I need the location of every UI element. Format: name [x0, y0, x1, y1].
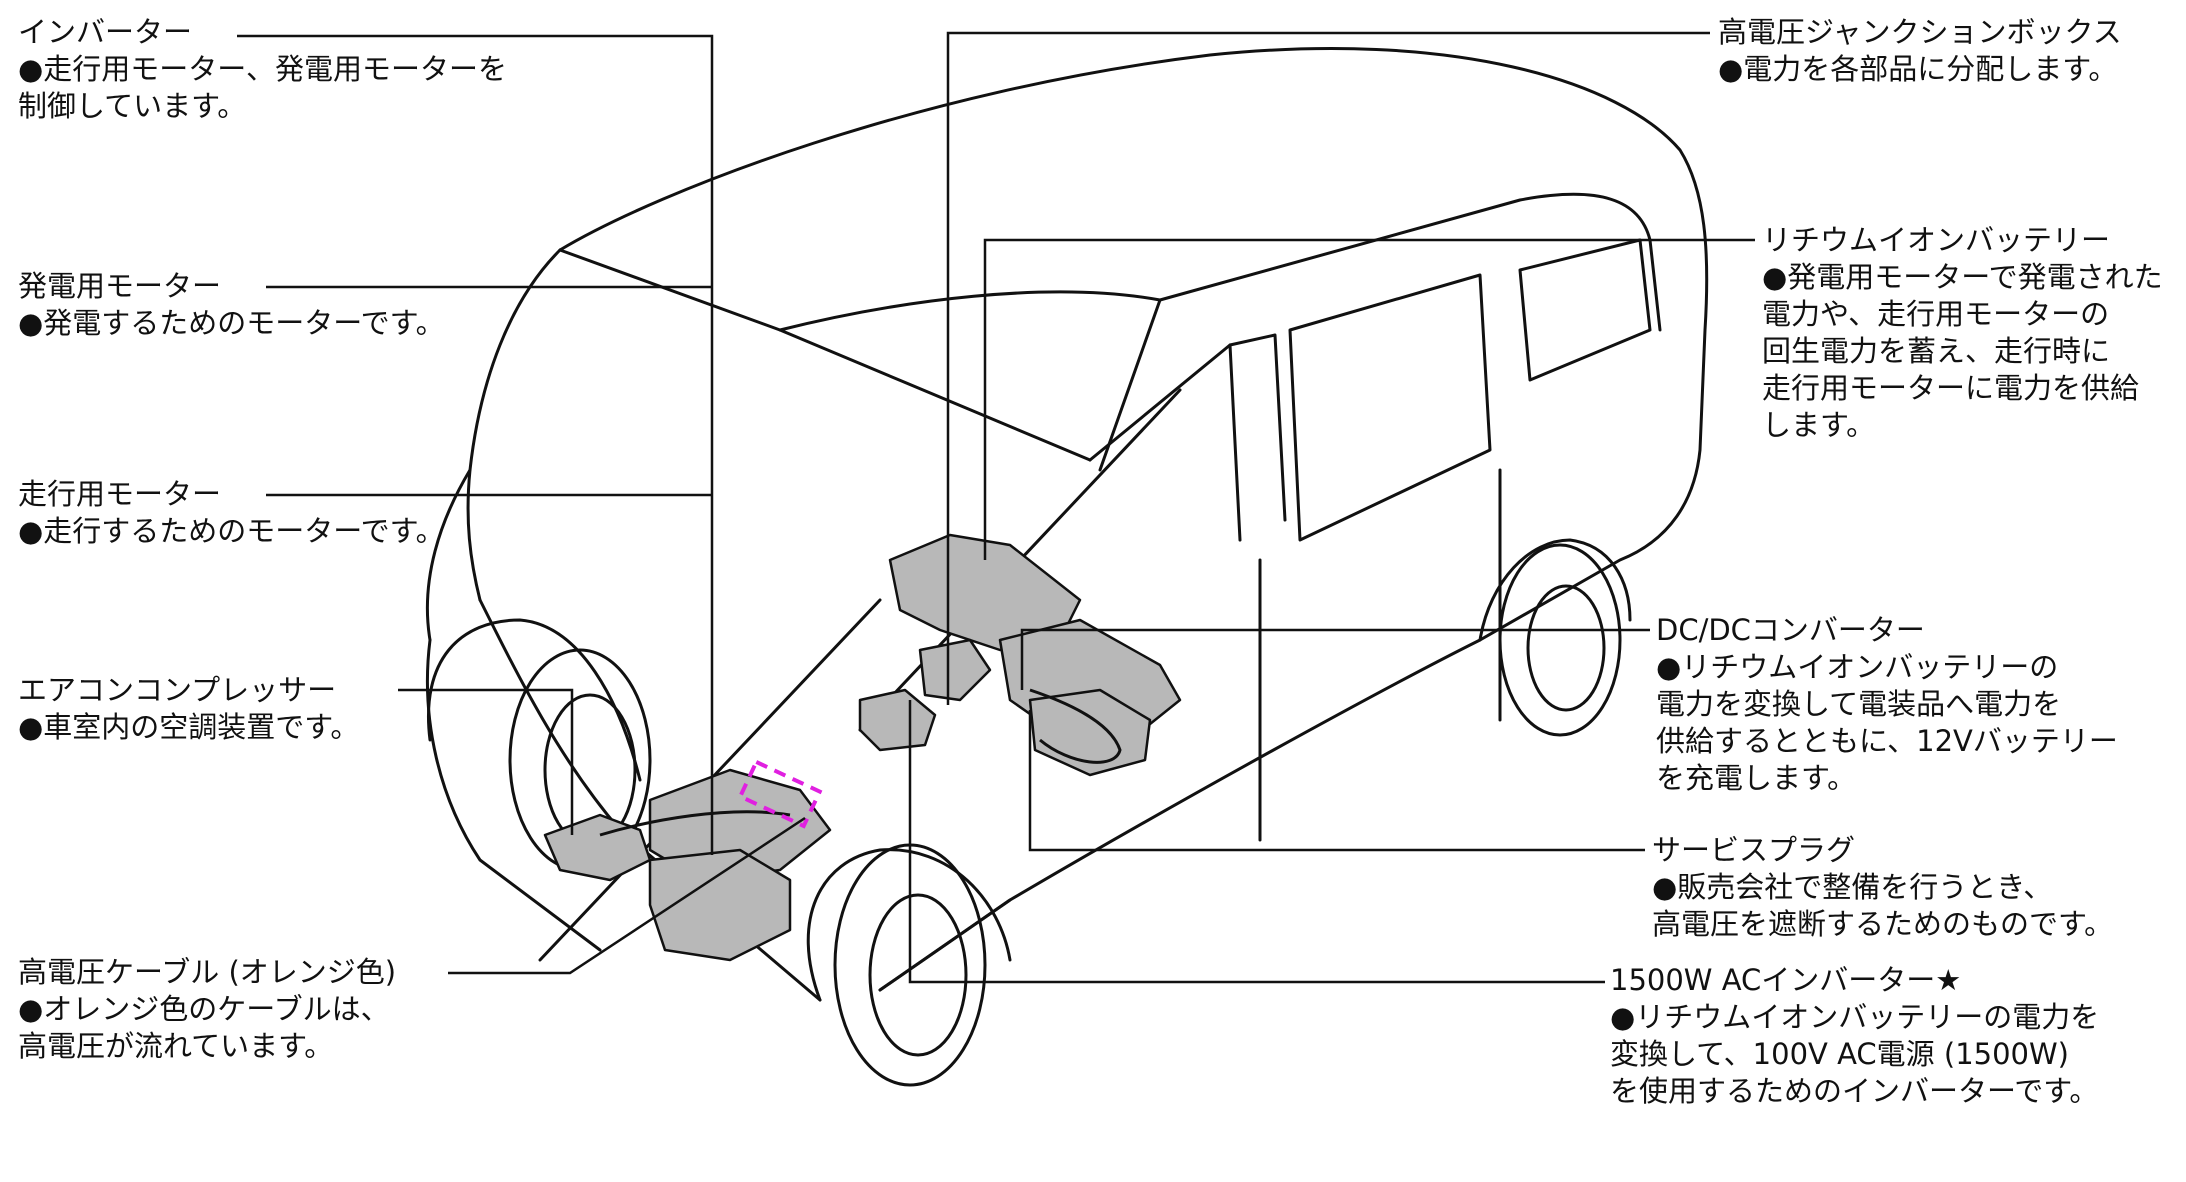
hv-cables [599, 688, 1122, 837]
generator-motor-desc: ●発電するためのモーターです。 [18, 306, 445, 340]
junction-box-desc: ●電力を各部品に分配します。 [1718, 52, 2118, 86]
label-hv-cable: 高電圧ケーブル (オレンジ色) ●オレンジ色のケーブルは、 高電圧が流れています… [18, 954, 396, 1065]
ac-compressor-title: エアコンコンプレッサー [18, 673, 337, 707]
li-battery-title: リチウムイオンバッテリー [1762, 223, 2111, 257]
label-li-battery: リチウムイオンバッテリー ●発電用モーターで発電された 電力や、走行用モーターの… [1762, 222, 2163, 444]
junction-box-title: 高電圧ジャンクションボックス [1718, 15, 2122, 49]
ac-inverter-shape [858, 688, 937, 752]
label-ac-inverter: 1500W ACインバーター★ ●リチウムイオンバッテリーの電力を 変換して、1… [1610, 962, 2099, 1110]
junction-box-shape [918, 638, 992, 702]
hv-cable-desc: ●オレンジ色のケーブルは、 高電圧が流れています。 [18, 992, 390, 1063]
traction-motor-title: 走行用モーター [18, 477, 222, 511]
inverter-shape [648, 768, 832, 882]
label-service-plug: サービスプラグ ●販売会社で整備を行うとき、 高電圧を遮断するためのものです。 [1652, 832, 2113, 943]
leader-hv-cable [448, 816, 806, 975]
label-dcdc: DC/DCコンバーター ●リチウムイオンバッテリーの 電力を変換して電装品へ電力… [1656, 612, 2118, 797]
label-inverter: インバーター ●走行用モーター、発電用モーターを 制御しています。 [18, 14, 507, 125]
component-shapes [543, 533, 1182, 962]
traction-motor-desc: ●走行するためのモーターです。 [18, 514, 445, 548]
service-plug-title: サービスプラグ [1652, 833, 1856, 867]
leader-service-plug [1028, 710, 1645, 852]
inverter-desc: ●走行用モーター、発電用モーターを 制御しています。 [18, 52, 508, 123]
ac-inverter-title: 1500W ACインバーター★ [1610, 963, 1962, 997]
leader-dcdc [1020, 628, 1650, 690]
leader-ac-compressor [398, 688, 574, 835]
inverter-title: インバーター [18, 15, 193, 49]
li-battery-desc: ●発電用モーターで発電された 電力や、走行用モーターの 回生電力を蓄え、走行時に… [1762, 260, 2163, 442]
label-traction-motor: 走行用モーター ●走行するためのモーターです。 [18, 476, 445, 550]
service-plug-highlight [737, 759, 823, 829]
label-junction-box: 高電圧ジャンクションボックス ●電力を各部品に分配します。 [1718, 14, 2122, 88]
hv-cable-title: 高電圧ケーブル (オレンジ色) [18, 955, 397, 989]
ac-inverter-desc: ●リチウムイオンバッテリーの電力を 変換して、100V AC電源 (1500W)… [1610, 1000, 2100, 1108]
vehicle-outline [425, 46, 1709, 1087]
leader-li-battery [983, 238, 1755, 560]
dcdc-title: DC/DCコンバーター [1656, 613, 1925, 647]
dcdc-desc: ●リチウムイオンバッテリーの 電力を変換して電装品へ電力を 供給するとともに、1… [1656, 650, 2118, 795]
leader-inverter [237, 34, 714, 855]
ac-compressor-desc: ●車室内の空調装置です。 [18, 710, 360, 744]
label-generator-motor: 発電用モーター ●発電するためのモーターです。 [18, 268, 445, 342]
label-ac-compressor: エアコンコンプレッサー ●車室内の空調装置です。 [18, 672, 359, 746]
leader-ac-inverter [908, 700, 1605, 984]
leader-junction-box [946, 31, 1710, 705]
service-plug-desc: ●販売会社で整備を行うとき、 高電圧を遮断するためのものです。 [1652, 870, 2114, 941]
leader-lines [237, 31, 1755, 984]
generator-motor-title: 発電用モーター [18, 269, 222, 303]
